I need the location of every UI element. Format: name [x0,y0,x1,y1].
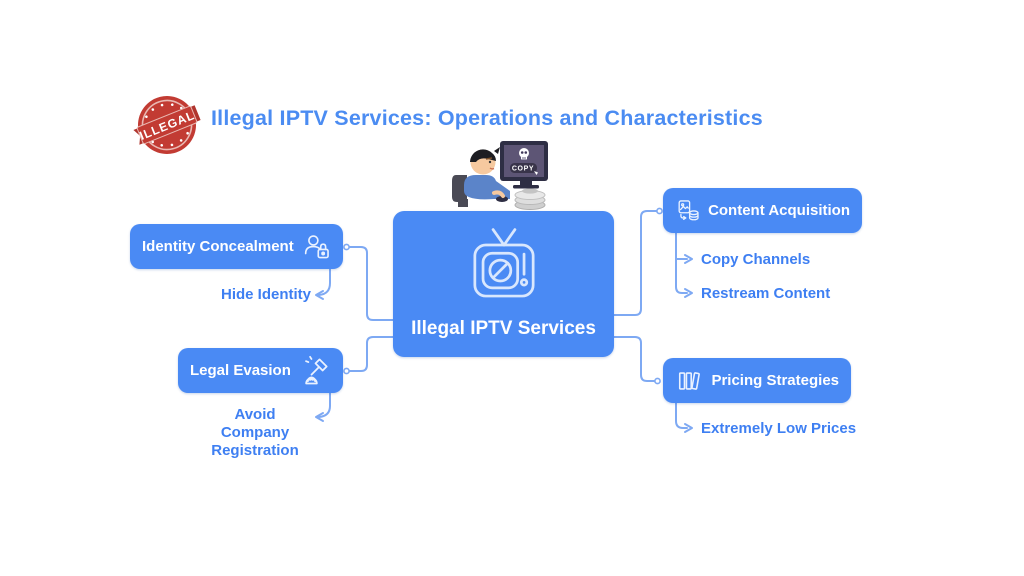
branch-label: Pricing Strategies [711,372,839,389]
branch-node-legal-evasion[interactable]: Legal Evasion [178,348,343,393]
branch-label: Legal Evasion [190,362,291,379]
bar-chart-icon [678,371,700,390]
tv-prohibited-icon [472,228,535,298]
branch-node-identity-concealment[interactable]: Identity Concealment [130,224,343,269]
branch-label: Identity Concealment [142,238,294,255]
page-title: Illegal IPTV Services: Operations and Ch… [211,106,763,130]
branch-node-pricing-strategies[interactable]: Pricing Strategies [663,358,851,403]
leaf-extremely-low-prices[interactable]: Extremely Low Prices [701,420,857,437]
user-lock-icon [304,234,329,258]
skull-icon [519,148,529,160]
pirate-at-computer-illustration: COPY [452,141,548,210]
file-database-icon [678,199,699,220]
leaf-restream-content[interactable]: Restream Content [701,285,831,302]
central-node-illegal-iptv-services[interactable]: Illegal IPTV Services [393,211,614,357]
leaf-hide-identity[interactable]: Hide Identity [221,286,312,303]
central-node-label: Illegal IPTV Services [411,318,596,339]
branch-node-content-acquisition[interactable]: Content Acquisition [663,188,862,233]
monitor-copy-label: COPY [512,166,534,173]
leaf-avoid-company-registration[interactable]: Avoid Company Registration [211,406,299,459]
leaf-copy-channels[interactable]: Copy Channels [701,251,811,268]
gavel-icon [305,355,328,384]
branch-label: Content Acquisition [708,202,850,219]
illegal-stamp-icon: ILLEGAL [133,96,201,154]
